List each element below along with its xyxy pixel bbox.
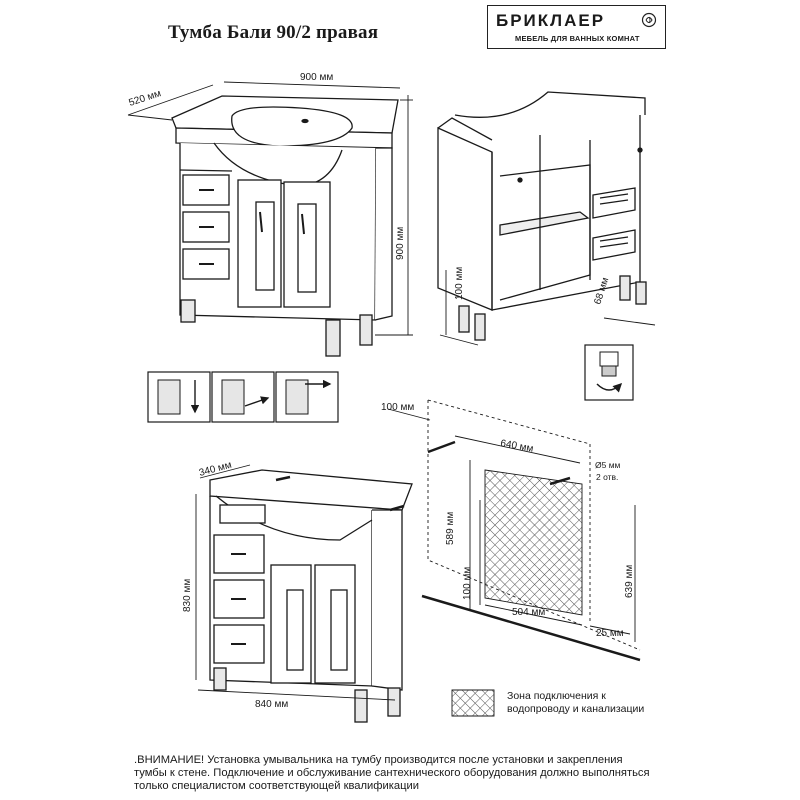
legend-swatch [451, 689, 495, 717]
warning-line-3: только специалистом соответствующей квал… [134, 780, 420, 792]
dims-view1 [127, 81, 413, 336]
cabinet-open-view [437, 91, 647, 341]
wall-scheme [387, 399, 641, 662]
inner-shelf [499, 211, 590, 236]
tap-hole [301, 118, 309, 124]
brand-logo: БРИКЛАЕР МЕБЕЛЬ ДЛЯ ВАННЫХ КОМНАТ [487, 5, 666, 49]
leg [635, 281, 647, 305]
dim-depth: 520 мм [128, 88, 163, 109]
dim-side: 100 мм [381, 402, 414, 413]
dim-25: 25 мм [596, 628, 624, 639]
leg [213, 667, 227, 691]
warning-line-2: тумбы к стене. Подключение и обслуживани… [134, 767, 650, 779]
door-right [283, 181, 331, 308]
leg [325, 319, 341, 357]
dim-589: 589 мм [445, 512, 456, 545]
dim-width: 840 мм [255, 699, 288, 710]
brand-tagline: МЕБЕЛЬ ДЛЯ ВАННЫХ КОМНАТ [515, 34, 640, 43]
leg [180, 299, 196, 323]
dim-height: 830 мм [182, 579, 193, 612]
door-right-glass [297, 203, 317, 293]
leg [354, 689, 368, 723]
leg [458, 305, 470, 333]
leg [359, 314, 373, 346]
leg [619, 275, 631, 301]
warning-note: .ВНИМАНИЕ! Установка умывальника на тумб… [134, 754, 672, 793]
cabinet-side [374, 147, 393, 321]
dim-holes: 2 отв. [596, 472, 618, 482]
install-top [209, 469, 413, 511]
rose-icon [641, 12, 657, 28]
dim-hole: Ø5 мм [595, 460, 621, 470]
connection-zone [484, 469, 583, 616]
dim-504: 504 мм [512, 607, 545, 618]
basket-bottom [592, 229, 636, 261]
leg [387, 687, 401, 717]
install-side [371, 509, 403, 691]
top-edge [454, 91, 646, 118]
leg [474, 313, 486, 341]
page-title: Тумба Бали 90/2 правая [168, 22, 379, 43]
back-frame [491, 115, 641, 311]
basket-top [592, 187, 636, 219]
dim-639: 639 мм [624, 565, 635, 598]
dims-view2 [439, 270, 656, 346]
door-right [314, 564, 356, 684]
hinge-adjust-icons [147, 371, 339, 423]
dim-height: 900 мм [395, 227, 406, 260]
door-left-glass [255, 201, 275, 291]
floor-line [421, 594, 641, 662]
leg-adjust-icon [584, 344, 634, 401]
warning-line-1: .ВНИМАНИЕ! Установка умывальника на тумб… [134, 754, 623, 766]
dim-width: 900 мм [300, 72, 333, 83]
drawer-3 [213, 624, 265, 664]
brand-name: БРИКЛАЕР [496, 11, 606, 30]
dim-leg: 100 мм [454, 267, 465, 300]
dim-offset: 68 мм [592, 276, 611, 306]
cabinet-install-view [209, 469, 413, 723]
dim-100: 100 мм [462, 567, 473, 600]
cabinet-sink-view [171, 95, 399, 357]
dim-span: 640 мм [499, 438, 534, 455]
dims-view3 [195, 464, 396, 701]
door-left [270, 564, 312, 684]
top-panel [219, 504, 266, 524]
legend-text: Зона подключения к водопроводу и канализ… [507, 690, 645, 715]
sink-bowl [231, 106, 353, 147]
